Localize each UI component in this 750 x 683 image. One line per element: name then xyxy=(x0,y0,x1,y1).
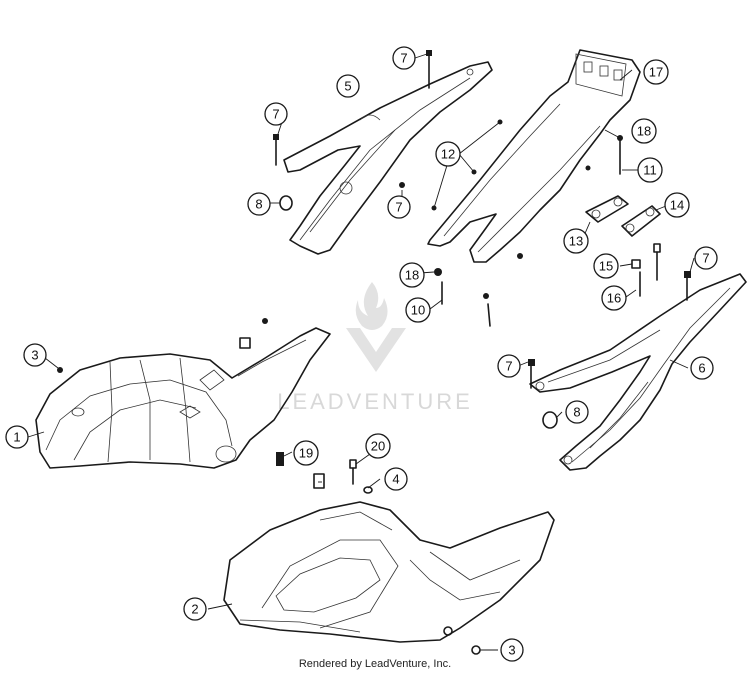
part-brackets xyxy=(585,195,661,237)
callout-3: 3 xyxy=(23,343,47,367)
svg-text:3: 3 xyxy=(508,643,515,658)
callout-18: 18 xyxy=(399,262,425,288)
watermark-v-icon xyxy=(346,328,406,372)
svg-text:8: 8 xyxy=(573,405,580,420)
hardware xyxy=(57,50,691,655)
part-upper-rail-left xyxy=(283,61,493,255)
svg-text:10: 10 xyxy=(411,303,425,318)
svg-text:18: 18 xyxy=(405,268,419,283)
callout-12: 12 xyxy=(435,141,461,167)
callout-13: 13 xyxy=(563,228,589,254)
part-rail-right xyxy=(529,273,747,471)
part-side-cover-left xyxy=(35,327,331,469)
svg-text:6: 6 xyxy=(698,361,705,376)
callout-4: 4 xyxy=(384,467,408,491)
svg-text:15: 15 xyxy=(599,259,613,274)
callout-8: 8 xyxy=(565,400,589,424)
svg-text:7: 7 xyxy=(702,251,709,266)
callout-2: 2 xyxy=(183,597,207,621)
svg-text:7: 7 xyxy=(400,51,407,66)
svg-text:19: 19 xyxy=(299,446,313,461)
callout-group: 7 5 17 7 18 12 11 8 7 14 13 7 15 18 16 1… xyxy=(5,46,718,662)
svg-text:7: 7 xyxy=(505,359,512,374)
callout-7: 7 xyxy=(497,354,521,378)
svg-text:14: 14 xyxy=(670,198,684,213)
callout-7: 7 xyxy=(264,102,288,126)
callout-6: 6 xyxy=(690,356,714,380)
callout-19: 19 xyxy=(293,440,319,466)
callout-5: 5 xyxy=(336,74,360,98)
svg-text:12: 12 xyxy=(441,147,455,162)
svg-text:2: 2 xyxy=(191,602,198,617)
callout-10: 10 xyxy=(405,297,431,323)
callout-8: 8 xyxy=(247,192,271,216)
svg-text:11: 11 xyxy=(643,163,657,178)
callout-1: 1 xyxy=(5,425,29,449)
callout-17: 17 xyxy=(643,59,669,85)
watermark-flame-icon xyxy=(355,282,388,330)
callout-7: 7 xyxy=(387,195,411,219)
callout-7: 7 xyxy=(392,46,416,70)
svg-text:3: 3 xyxy=(31,348,38,363)
svg-text:4: 4 xyxy=(392,472,399,487)
callout-18: 18 xyxy=(631,118,657,144)
callout-11: 11 xyxy=(637,157,663,183)
watermark: LEADVENTURE xyxy=(277,282,473,414)
callout-7: 7 xyxy=(694,246,718,270)
credit-text: Rendered by LeadVenture, Inc. xyxy=(298,658,452,670)
svg-text:18: 18 xyxy=(637,124,651,139)
watermark-text: LEADVENTURE xyxy=(277,389,473,414)
svg-text:5: 5 xyxy=(344,79,351,94)
svg-text:7: 7 xyxy=(395,200,402,215)
callout-3: 3 xyxy=(500,638,524,662)
part-rear-subframe xyxy=(427,49,641,263)
svg-text:20: 20 xyxy=(371,439,385,454)
callout-16: 16 xyxy=(601,285,627,311)
callout-15: 15 xyxy=(593,253,619,279)
svg-text:17: 17 xyxy=(649,65,663,80)
svg-text:1: 1 xyxy=(13,430,20,445)
callout-14: 14 xyxy=(664,192,690,218)
svg-text:13: 13 xyxy=(569,234,583,249)
part-side-cover-lower xyxy=(223,501,555,643)
leader-lines xyxy=(27,53,695,651)
svg-text:16: 16 xyxy=(607,291,621,306)
svg-text:8: 8 xyxy=(255,197,262,212)
svg-text:7: 7 xyxy=(272,107,279,122)
callout-20: 20 xyxy=(365,433,391,459)
